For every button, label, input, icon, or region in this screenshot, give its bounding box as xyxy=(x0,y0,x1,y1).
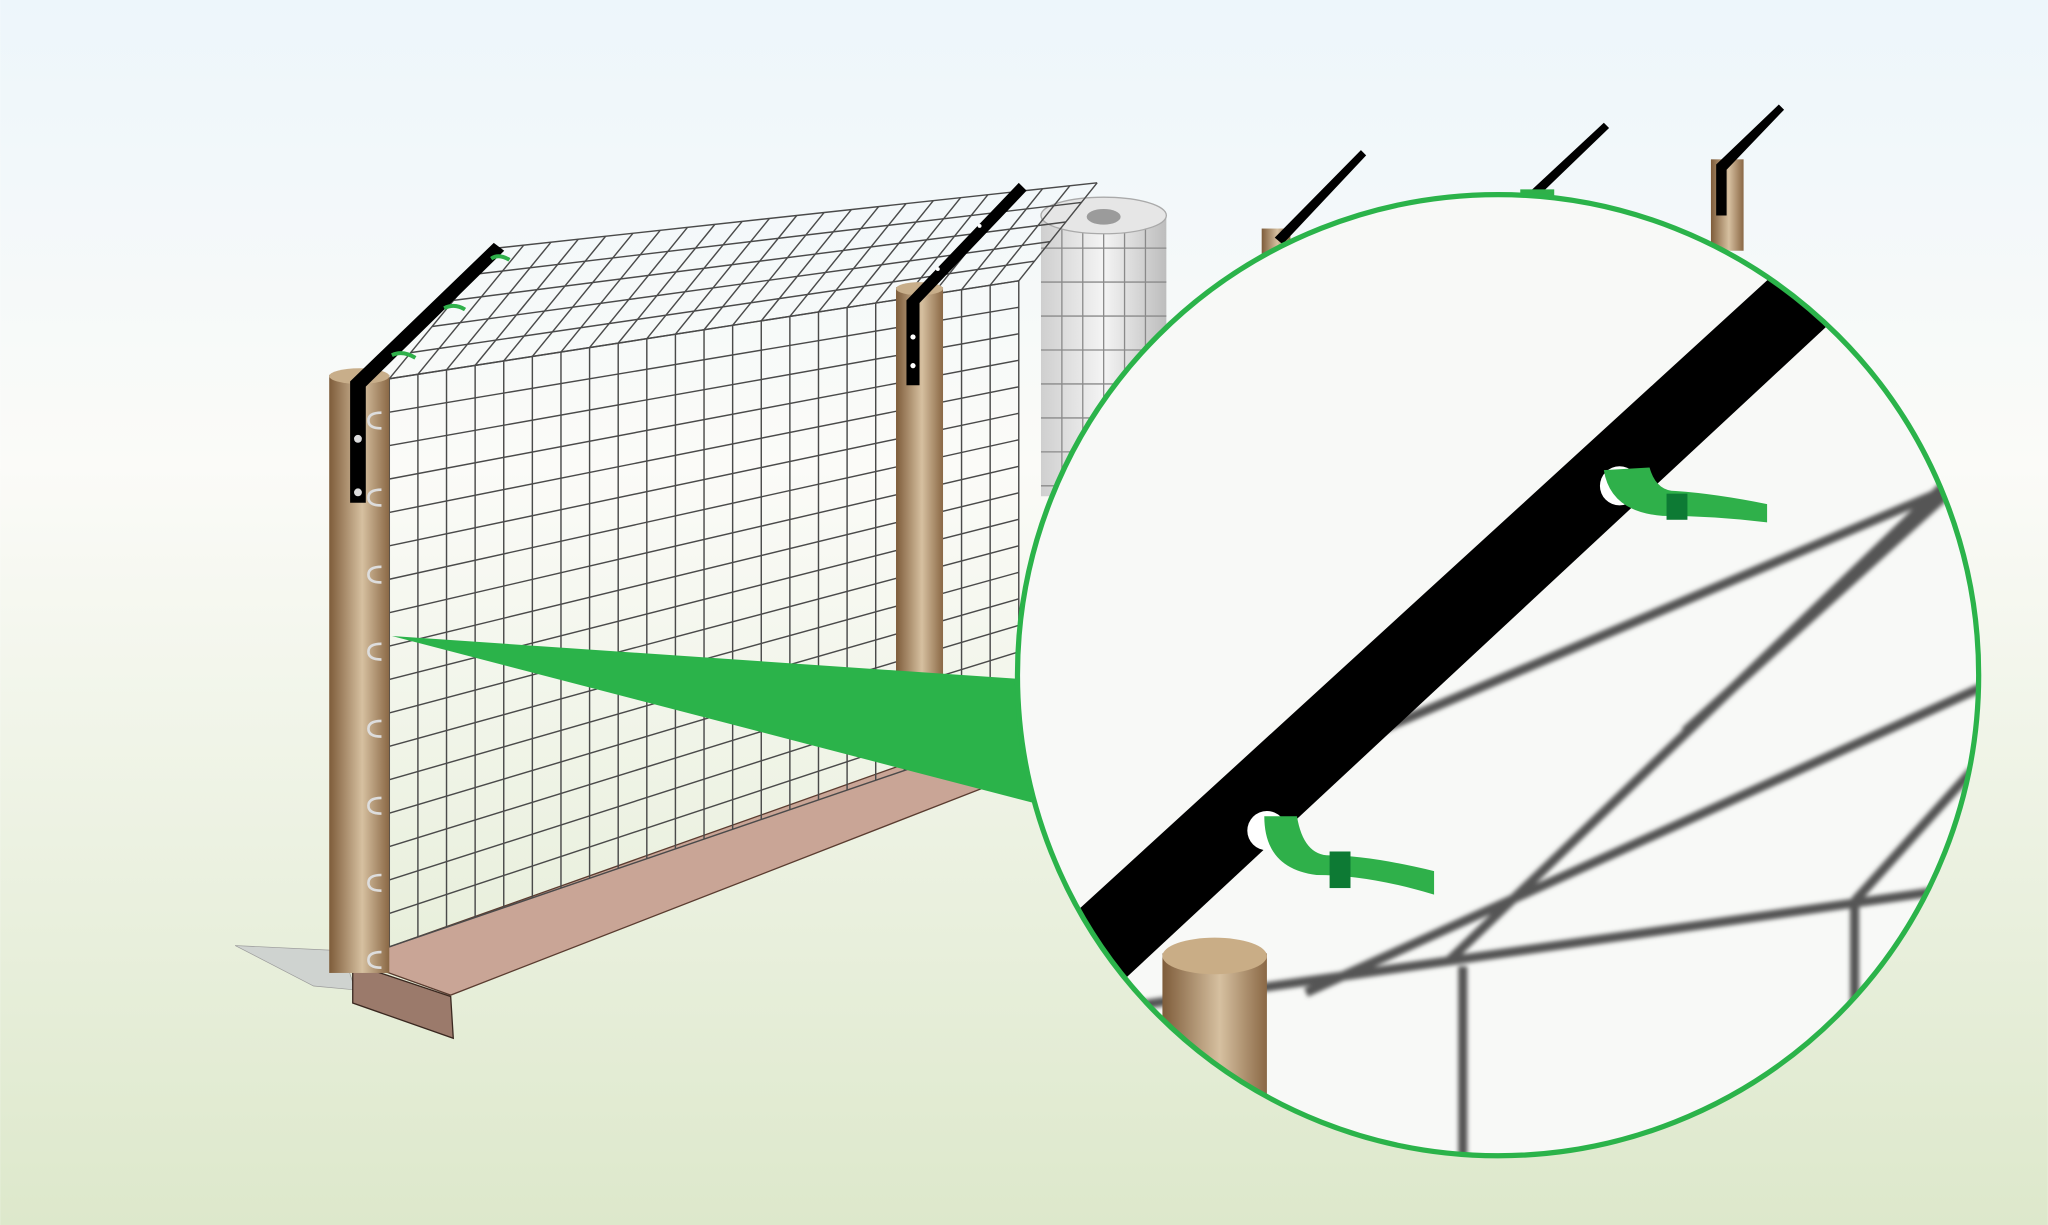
mesh-wire xyxy=(560,229,661,353)
magnifier-callout-wedge xyxy=(391,636,1035,804)
mesh-wire xyxy=(432,240,1051,328)
staple-icon xyxy=(367,488,382,507)
mesh-wire xyxy=(453,221,1066,302)
mesh-wire xyxy=(531,232,634,357)
mesh-wire xyxy=(875,197,962,304)
mesh-wire xyxy=(674,218,771,335)
mesh-wire xyxy=(1304,681,1978,997)
mesh-wire xyxy=(1851,767,1976,905)
mesh-wire xyxy=(496,182,1098,249)
ground-flap-front xyxy=(352,962,455,1040)
mesh-wire xyxy=(989,185,1071,286)
mesh-wire xyxy=(417,244,525,375)
mesh-wire xyxy=(760,209,852,322)
staple-icon xyxy=(367,719,382,738)
mesh-wire xyxy=(617,223,716,344)
mesh-wire xyxy=(1681,479,1963,735)
mesh-wire xyxy=(1135,883,1960,1011)
mesh-wire xyxy=(846,200,934,308)
staple-icon xyxy=(367,796,382,815)
staple-icon xyxy=(367,642,382,661)
left-post xyxy=(329,242,511,973)
distant-post xyxy=(1520,122,1610,199)
middle-post xyxy=(896,182,1027,680)
mesh-wire xyxy=(474,238,579,366)
mesh-wire xyxy=(817,203,907,313)
distant-post xyxy=(1710,104,1785,251)
magnifier-callout xyxy=(1014,191,1982,1159)
mesh-wire xyxy=(789,206,880,317)
mesh-wire xyxy=(589,226,689,349)
mesh-wire xyxy=(1018,182,1098,282)
staple-icon xyxy=(367,873,382,892)
mesh-wire xyxy=(732,212,825,326)
cable-tie-icon xyxy=(1599,466,1768,523)
mesh-wire xyxy=(960,188,1044,291)
mesh-wire xyxy=(474,201,1082,275)
staple-icon xyxy=(367,565,382,584)
cable-tie-icon xyxy=(1247,811,1435,895)
insulator-bracket-magnified xyxy=(1044,248,1855,993)
mesh-wire xyxy=(903,194,989,300)
staple-icon xyxy=(367,411,382,430)
mesh-wire xyxy=(445,241,552,371)
mesh-wire xyxy=(646,220,743,340)
mesh-wire xyxy=(703,215,798,331)
mesh-wire xyxy=(503,235,607,362)
staple-icon xyxy=(367,950,382,970)
